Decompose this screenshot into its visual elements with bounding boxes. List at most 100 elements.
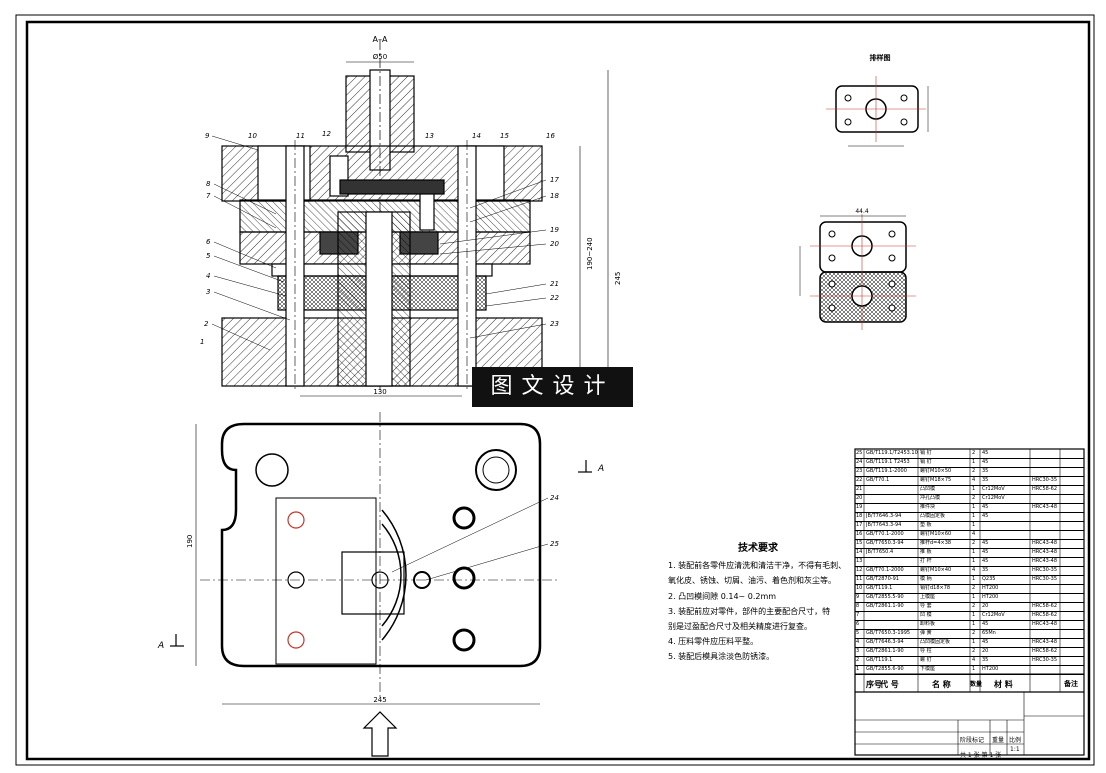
plan-leaders <box>391 497 549 581</box>
bom-cell-code: JB/T7650.4 <box>866 549 894 555</box>
tech-item: 1. 装配前各零件应清洗和清洁干净，不得有毛刺、 <box>668 561 847 571</box>
bom-cell-code: GB/T2855.5-90 <box>866 594 904 600</box>
dim-d50: Ø50 <box>373 53 387 61</box>
bom-cell-name: 冲孔凸模 <box>920 495 941 501</box>
bom-cell-mat: 45 <box>982 459 989 465</box>
bom-cell-note: HRC58-62 <box>1032 603 1058 609</box>
bom-cell-name: 螺钉M10×40 <box>920 567 952 573</box>
bom-cell-mat: 45 <box>982 549 989 555</box>
bom-cell-qty: 1 <box>972 639 976 645</box>
bom-cell-no: 8 <box>856 603 860 609</box>
bom-cell-qty: 1 <box>972 558 976 564</box>
plan-view <box>195 412 560 757</box>
bom-cell-mat: Cr12MoV <box>982 612 1005 618</box>
bom-cell-code: GB/T7646.3-94 <box>866 639 904 645</box>
svg-text:23: 23 <box>550 320 559 328</box>
svg-text:3: 3 <box>206 288 210 296</box>
bom-cell-mat: 45 <box>982 513 989 519</box>
title-ratio: 比例 <box>1009 737 1022 744</box>
bom-cell-note: HRC43-48 <box>1032 558 1058 564</box>
bom-cell-note: HRC43-48 <box>1032 621 1058 627</box>
svg-text:21: 21 <box>550 280 559 288</box>
svg-text:15: 15 <box>500 132 509 140</box>
bom-cell-qty: 1 <box>972 549 976 555</box>
bom-cell-mat: 65Mn <box>982 630 996 636</box>
watermark-badge: 图文设计 <box>472 367 633 407</box>
bom-cell-name: 垫 板 <box>920 522 932 528</box>
technical-requirements: 技术要求 1. 装配前各零件应清洗和清洁干净，不得有毛刺、 氧化皮、锈蚀、切屑、… <box>668 541 848 665</box>
detail-title: 排样图 <box>870 53 891 62</box>
bom-cell-mat: 45 <box>982 450 989 456</box>
bom-cell-note: HRC43-48 <box>1032 639 1058 645</box>
bom-grid <box>854 448 1085 756</box>
bom-cell-name: 下模座 <box>920 666 936 672</box>
bom-cell-mat: 45 <box>982 639 989 645</box>
bom-cell-qty: 4 <box>972 657 976 663</box>
callout-24: 24 <box>550 494 559 502</box>
bom-cell-no: 4 <box>856 639 860 645</box>
bom-cell-no: 22 <box>856 477 863 483</box>
bom-header-mat: 材 料 <box>994 680 1013 689</box>
bom-cell-code: GB/T70.1-2000 <box>866 531 904 537</box>
bom-cell-no: 15 <box>856 540 863 546</box>
bom-cell-mat: HT200 <box>982 585 999 591</box>
bom-cell-mat: 45 <box>982 540 989 546</box>
bom-cell-name: 导 套 <box>920 603 932 609</box>
bom-cell-no: 21 <box>856 486 863 492</box>
section-dims <box>300 61 609 397</box>
bom-cell-qty: 2 <box>972 450 976 456</box>
bom-cell-code: GB/T7650.3-94 <box>866 540 904 546</box>
bom-cell-qty: 4 <box>972 567 976 573</box>
bom-cell-code: GB/T119.1-2000 <box>866 468 907 474</box>
svg-text:6: 6 <box>206 238 211 246</box>
title-stage: 阶段标记 <box>960 737 985 744</box>
bom-cell-name: 凹 模 <box>920 612 932 618</box>
bom-cell-mat: 35 <box>982 657 989 663</box>
section-arrows <box>170 460 592 647</box>
svg-text:9: 9 <box>205 132 210 140</box>
bom-cell-name: 螺钉M10×50 <box>920 468 952 474</box>
outer-border <box>15 14 1095 766</box>
svg-text:17: 17 <box>550 176 559 184</box>
bom-cell-mat: 35 <box>982 477 989 483</box>
bom-cell-code: JB/T7646.3-94 <box>866 513 902 519</box>
tech-title: 技术要求 <box>738 543 778 554</box>
bom-cell-note: HRC43-48 <box>1032 504 1058 510</box>
bom-cell-name: 凸凹模 <box>920 486 936 492</box>
bom-header-note: 备注 <box>1064 680 1078 688</box>
bom-cell-code: GB/T119.1/T2453.10 <box>866 450 918 456</box>
dim-190-240: 190~240 <box>586 237 594 270</box>
bom-cell-code: GB/T119.1 T2453 <box>866 459 910 465</box>
bom-cell-no: 25 <box>856 450 863 456</box>
bom-cell-no: 1 <box>856 666 860 672</box>
bom-cell-mat: 45 <box>982 621 989 627</box>
bom-cell-no: 5 <box>856 630 860 636</box>
dim-190-plan: 190 <box>186 535 194 548</box>
bom-cell-mat: 35 <box>982 567 989 573</box>
title-scale: 1:1 <box>1010 746 1020 753</box>
tech-item: 3. 装配前应对零件，部件的主要配合尺寸，特 <box>668 606 831 616</box>
dim-130: 130 <box>373 388 386 396</box>
bom-cell-code: GB/T70.1-2000 <box>866 567 904 573</box>
bom-cell-qty: 1 <box>972 666 976 672</box>
svg-text:16: 16 <box>546 132 555 140</box>
bom-cell-no: 19 <box>856 504 863 510</box>
bom-cell-note: HRC30-35 <box>1032 567 1058 573</box>
svg-text:22: 22 <box>550 294 559 302</box>
bom-cell-note: HRC30-35 <box>1032 576 1058 582</box>
bom-cell-no: 23 <box>856 468 863 474</box>
bom-cell-no: 7 <box>856 612 860 618</box>
svg-text:5: 5 <box>206 252 211 260</box>
